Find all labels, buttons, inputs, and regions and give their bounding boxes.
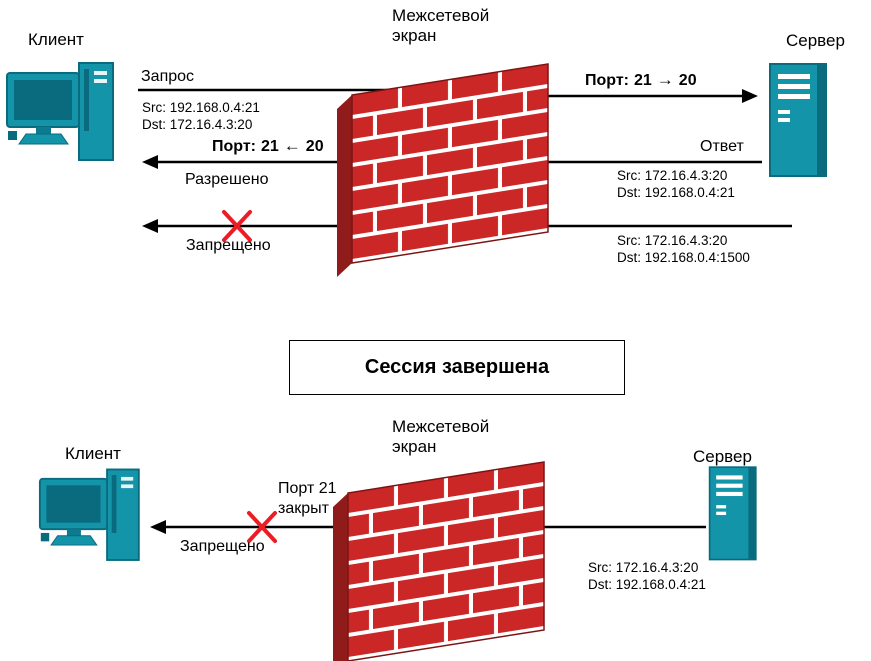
port-prefix: Порт: [585, 72, 629, 89]
packet-dst: Dst: 192.168.0.4:21 [588, 577, 706, 592]
packet-dst: Dst: 192.168.0.4:1500 [617, 250, 750, 265]
port-forward-label: Порт: 21→20 [585, 70, 702, 90]
blocked-x-icon [247, 511, 277, 543]
server-icon [708, 466, 757, 561]
client-label: Клиент [65, 444, 121, 463]
request-packet-info: Src: 192.168.0.4:21 Dst: 172.16.4.3:20 [142, 99, 260, 133]
port-prefix: Порт: [212, 138, 256, 155]
firewall-label: Межсетевой экран [392, 6, 489, 46]
packet-dst: Dst: 192.168.0.4:21 [617, 185, 735, 200]
firewall-label-line2: экран [392, 437, 437, 456]
blocked-x-icon [222, 210, 252, 242]
port-to: 20 [678, 72, 697, 89]
session-terminated-box: Сессия завершена [289, 340, 625, 395]
blocked-packet-info: Src: 172.16.4.3:20 Dst: 192.168.0.4:1500 [617, 232, 750, 266]
arrowhead-left-icon [142, 155, 158, 169]
arrowhead-right-icon [742, 89, 758, 103]
port-closed-line2: закрыт [278, 500, 329, 517]
port-from: 21 [261, 138, 279, 155]
client-label: Клиент [28, 30, 84, 49]
port-closed-line1: Порт 21 [278, 480, 337, 497]
firewall-label: Межсетевой экран [392, 417, 489, 457]
packet-dst: Dst: 172.16.4.3:20 [142, 117, 253, 132]
port-back-label: Порт: 21←20 [212, 136, 329, 156]
firewall-label-line2: экран [392, 26, 437, 45]
server-icon [769, 63, 827, 177]
packet-src: Src: 192.168.0.4:21 [142, 100, 260, 115]
firewall-brick-wall-top [336, 63, 549, 278]
firewall-label-line1: Межсетевой [392, 6, 490, 25]
server-label: Сервер [693, 447, 752, 466]
packet-src: Src: 172.16.4.3:20 [617, 168, 728, 183]
client-computer-icon [6, 62, 114, 161]
request-label: Запрос [141, 68, 195, 85]
packet-info: Src: 172.16.4.3:20 Dst: 192.168.0.4:21 [588, 559, 706, 593]
firewall-label-line1: Межсетевой [392, 417, 490, 436]
response-label: Ответ [700, 138, 744, 155]
arrowhead-left-icon [142, 219, 158, 233]
packet-src: Src: 172.16.4.3:20 [617, 233, 728, 248]
client-computer-icon [38, 468, 140, 561]
port-from: 21 [634, 72, 652, 89]
port-to: 20 [305, 138, 324, 155]
session-terminated-title: Сессия завершена [364, 356, 550, 378]
firewall-brick-wall-bottom [332, 461, 545, 661]
allowed-label: Разрешено [185, 171, 269, 188]
denied-label: Запрещено [186, 237, 271, 254]
packet-src: Src: 172.16.4.3:20 [588, 560, 699, 575]
port-closed-label: Порт 21 закрыт [278, 479, 337, 519]
server-label: Сервер [786, 31, 845, 50]
arrow-right-icon: → [656, 70, 674, 89]
response-packet-info: Src: 172.16.4.3:20 Dst: 192.168.0.4:21 [617, 167, 735, 201]
arrow-left-icon: ← [283, 136, 301, 155]
arrowhead-left-icon [150, 520, 166, 534]
denied-label: Запрещено [180, 538, 265, 555]
